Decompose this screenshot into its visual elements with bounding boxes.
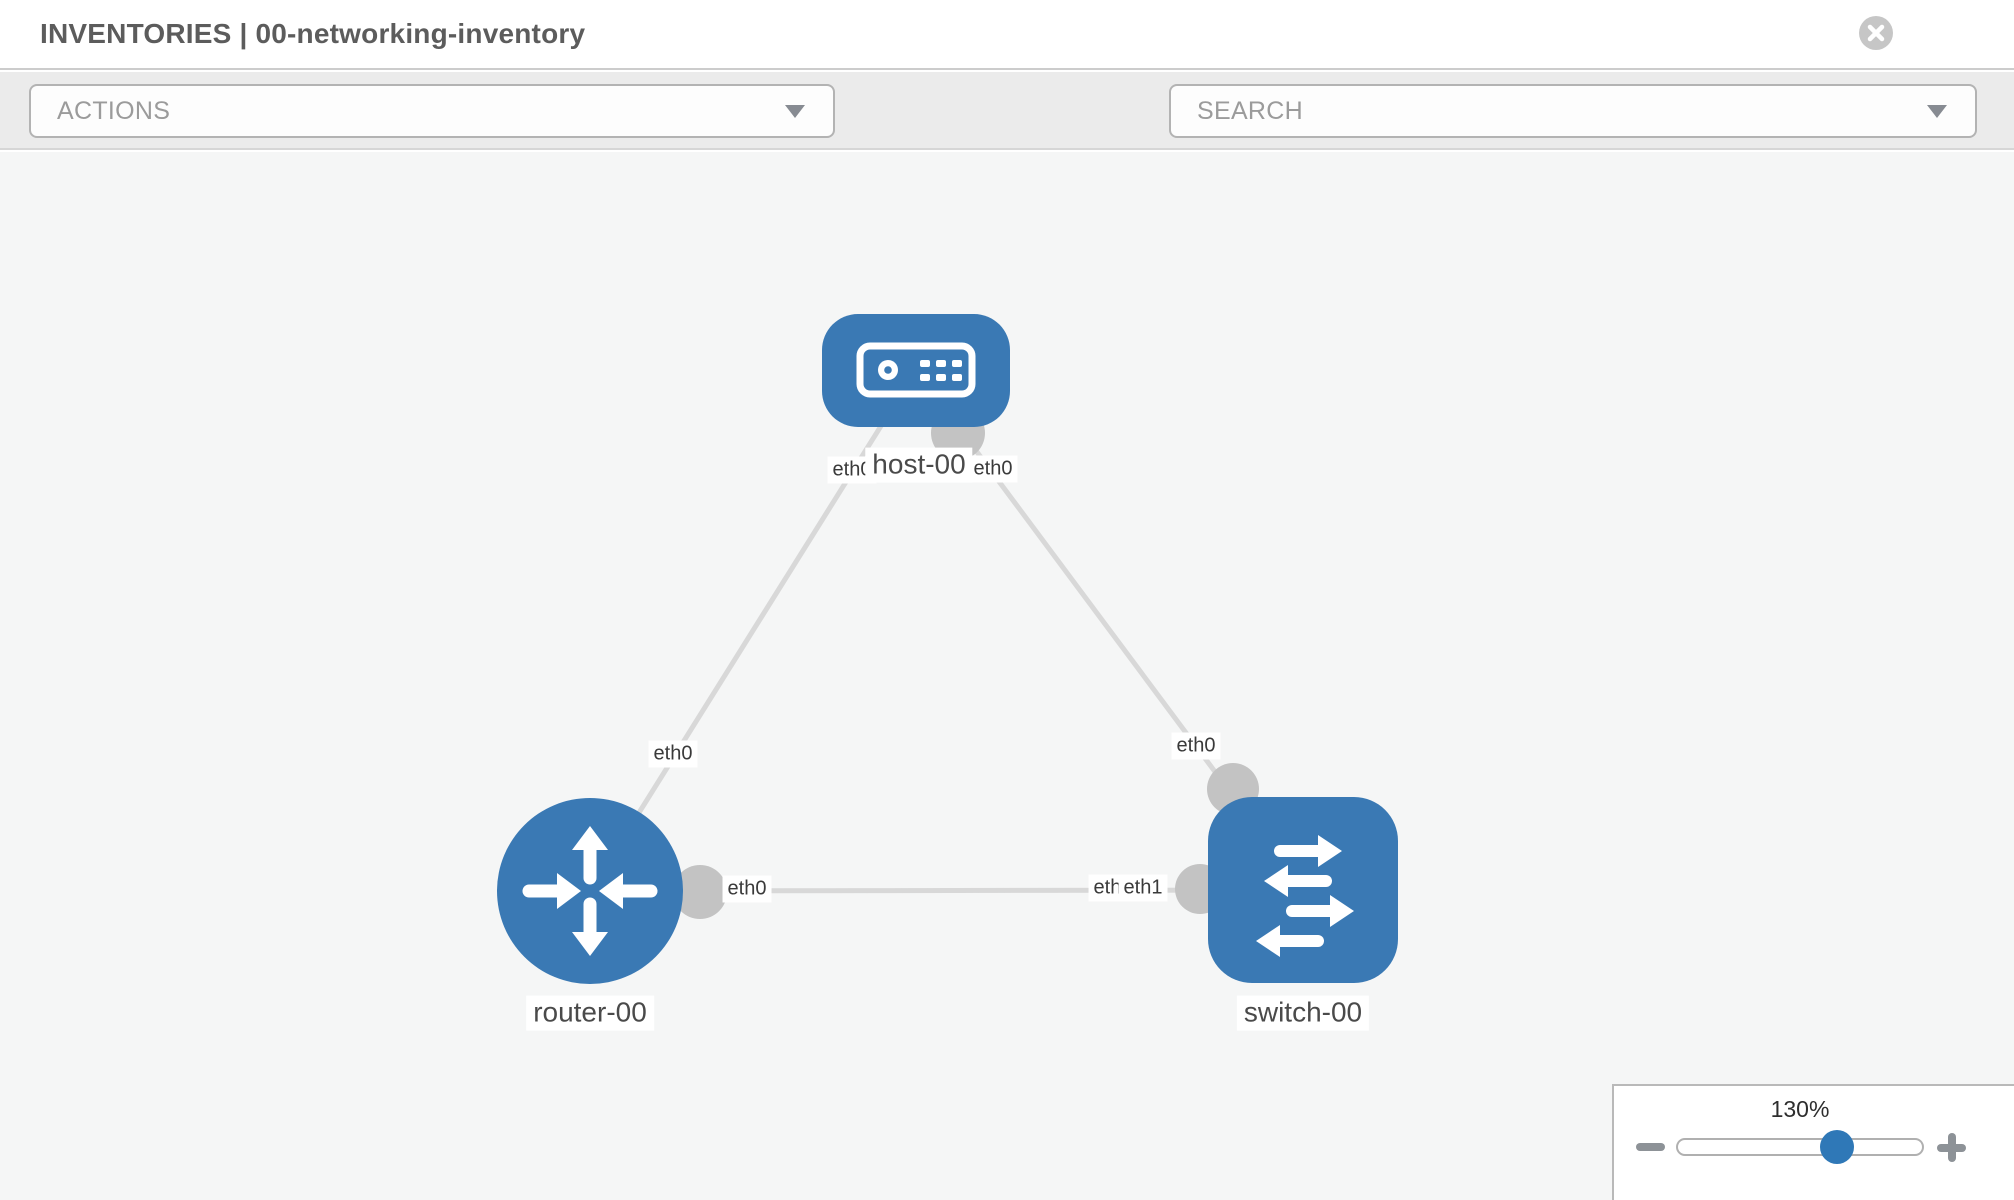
toolbar: ACTIONS SEARCH [0, 72, 2014, 206]
zoom-control-panel: 130% [1612, 1084, 2014, 1200]
plus-icon[interactable] [1937, 1133, 1966, 1162]
actions-dropdown[interactable]: ACTIONS [29, 84, 835, 138]
close-icon [1867, 24, 1885, 42]
zoom-slider-handle[interactable] [1820, 1130, 1854, 1164]
interface-label: eth0 [1171, 732, 1221, 760]
minus-icon[interactable] [1636, 1143, 1665, 1151]
router-icon [522, 826, 658, 956]
topology-canvas[interactable]: eth0 eth0 eth0 eth0 eth0 eth0 eth1 host-… [0, 152, 2014, 1200]
switch-icon [1256, 835, 1354, 957]
search-dropdown[interactable]: SEARCH [1169, 84, 1977, 138]
interface-label: eth0 [722, 875, 772, 903]
node-switch-00[interactable] [1208, 797, 1398, 983]
interface-label: eth0 [648, 740, 698, 768]
zoom-slider-track[interactable] [1676, 1138, 1924, 1156]
search-placeholder: SEARCH [1197, 96, 1303, 125]
close-button[interactable] [1859, 16, 1893, 50]
node-label-router: router-00 [526, 995, 654, 1031]
node-host-00[interactable] [822, 314, 1010, 427]
header: INVENTORIES | 00-networking-inventory [0, 0, 2014, 70]
actions-dropdown-label: ACTIONS [57, 96, 171, 125]
node-router-00[interactable] [497, 798, 683, 984]
interface-label: eth1 [1118, 874, 1168, 902]
node-label-switch: switch-00 [1236, 995, 1370, 1031]
zoom-level: 130% [1770, 1096, 1830, 1122]
host-icon [856, 342, 976, 398]
interface-router-eth0[interactable] [673, 865, 727, 919]
chevron-down-icon [1927, 105, 1947, 118]
node-label-host: host-00 [865, 447, 973, 483]
chevron-down-icon [785, 105, 805, 118]
interface-connectors [673, 406, 1259, 919]
interface-label: eth0 [968, 455, 1018, 483]
page-title: INVENTORIES | 00-networking-inventory [40, 18, 586, 49]
